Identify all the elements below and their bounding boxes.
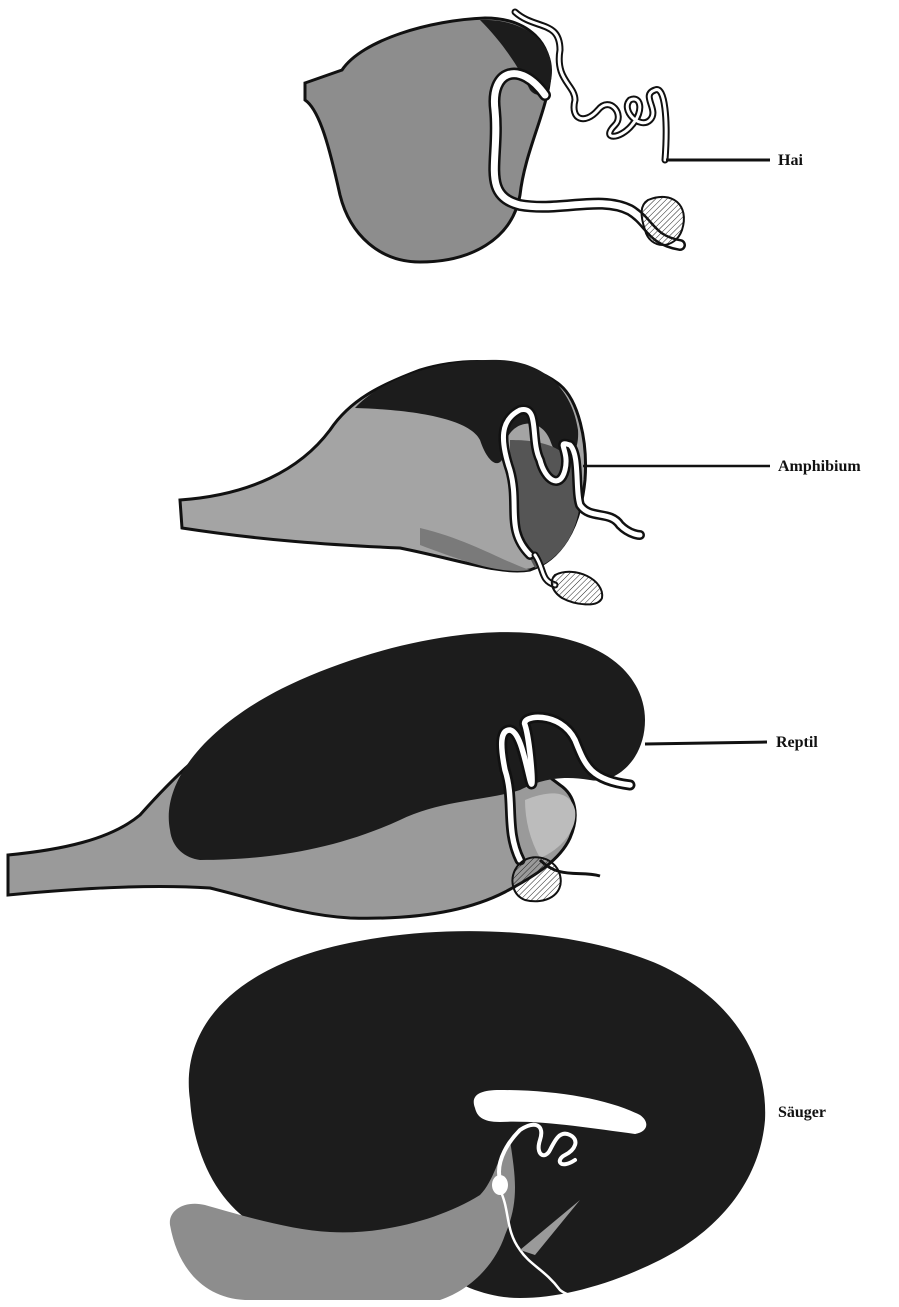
amphibian-brain	[180, 360, 770, 605]
mammal-label: Säuger	[778, 1104, 826, 1121]
mammal-brain	[170, 931, 765, 1300]
shark-brain	[305, 12, 770, 262]
amphibian-hypophysis-hatched	[552, 572, 602, 605]
reptile-label: Reptil	[776, 734, 818, 751]
reptile-brain	[8, 632, 767, 918]
reptile-hypophysis-hatched	[512, 857, 560, 901]
reptile-leader-line	[645, 742, 767, 744]
shark-hypophysis-hatched	[642, 197, 684, 245]
amphibian-label: Amphibium	[778, 458, 861, 475]
mammal-pineal	[492, 1175, 508, 1195]
shark-label: Hai	[778, 152, 803, 169]
